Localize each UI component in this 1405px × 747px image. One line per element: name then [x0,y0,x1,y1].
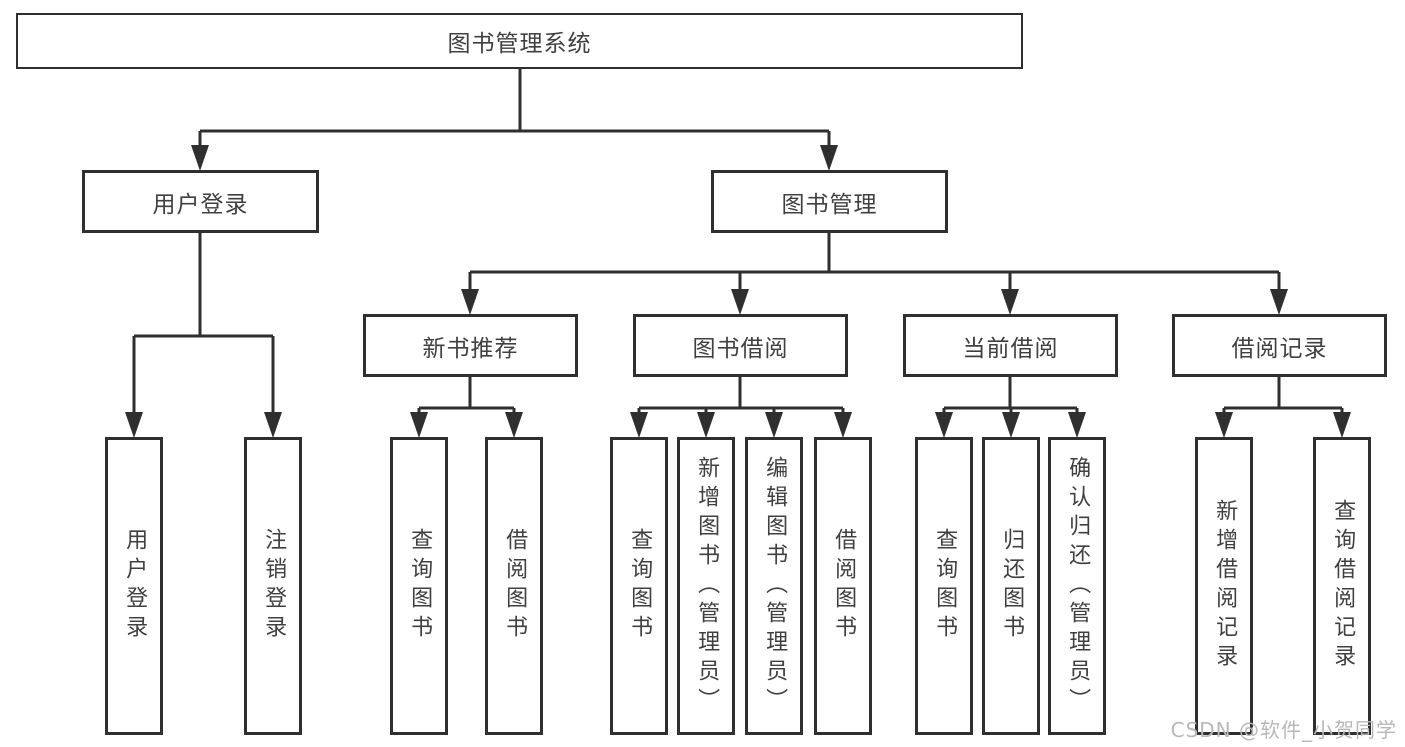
leaf-user-login-label: 用户登录 [122,528,148,644]
leaf-add-book-admin-label: 新增图书（管理员） [694,455,720,717]
node-book-mgmt: 图书管理 [711,170,948,233]
node-current-borrow: 当前借阅 [903,314,1118,377]
leaf-query-books-rec-label: 查询图书 [407,528,433,644]
leaf-edit-book-admin-label: 编辑图书（管理员） [762,455,788,717]
node-new-book-rec-label: 新书推荐 [422,335,519,362]
leaf-edit-book-admin: 编辑图书（管理员） [745,437,803,735]
connector-borrow-records-children [1215,376,1351,438]
leaf-borrow-books-label: 借阅图书 [831,528,857,644]
node-root: 图书管理系统 [16,13,1023,69]
leaf-add-book-admin: 新增图书（管理员） [677,437,735,735]
node-user-login-label: 用户登录 [152,191,249,218]
leaf-borrow-books-rec: 借阅图书 [485,437,543,735]
leaf-query-books-borrow-label: 查询图书 [627,528,653,644]
node-new-book-rec: 新书推荐 [363,314,578,377]
node-book-borrow: 图书借阅 [633,314,848,377]
connector-user-login-children [125,232,282,438]
leaf-query-books-current: 查询图书 [915,437,973,735]
leaf-borrow-books-rec-label: 借阅图书 [502,528,528,644]
leaf-query-borrow-record-label: 查询借阅记录 [1330,499,1356,673]
leaf-add-borrow-record: 新增借阅记录 [1195,437,1253,735]
node-user-login: 用户登录 [82,170,319,233]
node-borrow-records: 借阅记录 [1172,314,1387,377]
leaf-return-book-label: 归还图书 [999,528,1025,644]
node-root-label: 图书管理系统 [447,31,592,57]
leaf-confirm-return-admin-label: 确认归还（管理员） [1065,455,1091,717]
connector-current-borrow-children [935,376,1086,438]
leaf-query-books-current-label: 查询图书 [932,528,958,644]
connector-book-borrow-children [630,376,852,438]
leaf-logout: 注销登录 [244,437,302,735]
connector-new-book-rec-children [410,376,523,438]
leaf-user-login: 用户登录 [105,437,163,735]
leaf-add-borrow-record-label: 新增借阅记录 [1212,499,1238,673]
leaf-borrow-books: 借阅图书 [814,437,872,735]
leaf-confirm-return-admin: 确认归还（管理员） [1048,437,1106,735]
leaf-logout-label: 注销登录 [261,528,287,644]
connector-root-to-level2 [191,69,838,171]
node-current-borrow-label: 当前借阅 [962,335,1059,362]
watermark: CSDN @软件_小贺同学 [1170,718,1397,742]
leaf-return-book: 归还图书 [982,437,1040,735]
node-book-borrow-label: 图书借阅 [692,335,789,362]
node-book-mgmt-label: 图书管理 [781,191,878,218]
connector-book-mgmt-to-level3 [461,232,1288,315]
leaf-query-books-rec: 查询图书 [390,437,448,735]
leaf-query-borrow-record: 查询借阅记录 [1313,437,1371,735]
leaf-query-books-borrow: 查询图书 [610,437,668,735]
node-borrow-records-label: 借阅记录 [1231,335,1328,362]
